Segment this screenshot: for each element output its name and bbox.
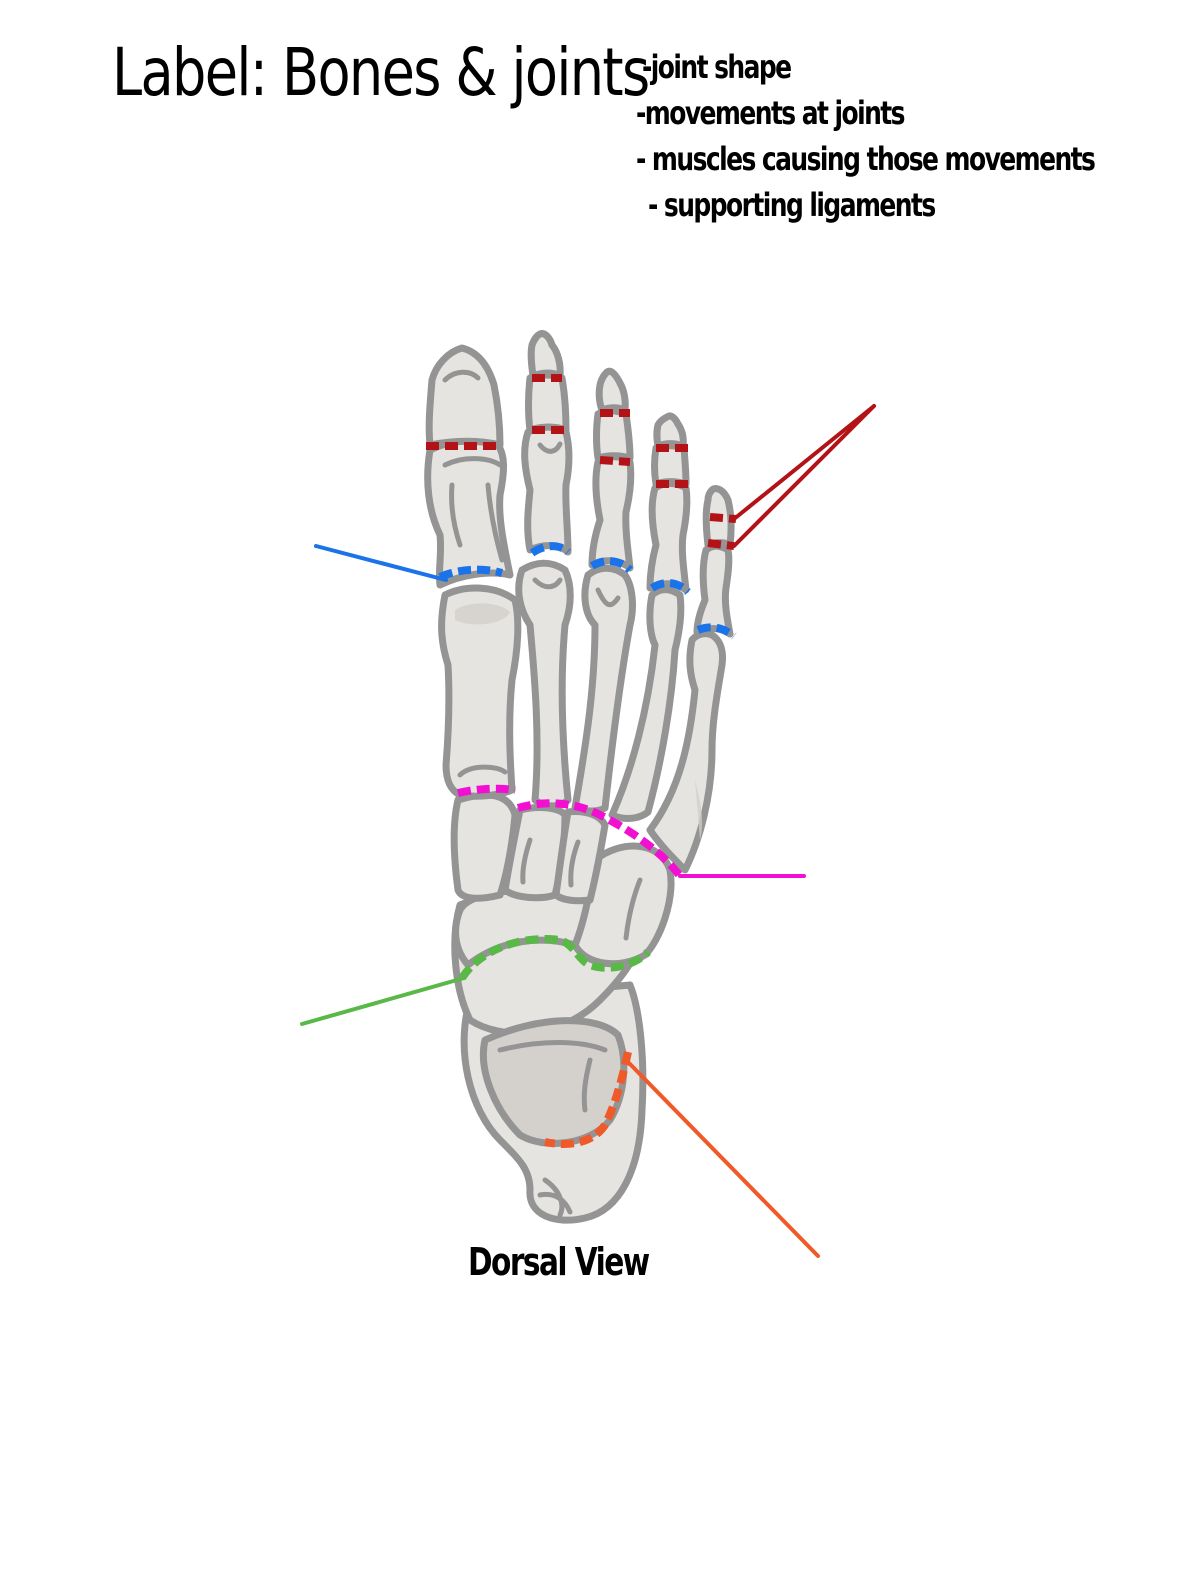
worksheet-title: Label: Bones & joints — [112, 34, 650, 111]
checklist-item-muscles: - muscles causing those movements — [636, 140, 1096, 178]
distal-phalanx-2-bone — [527, 330, 564, 380]
metatarsal-5-bone — [646, 630, 726, 874]
proximal-phalanx-5-bone — [693, 542, 734, 638]
proximal-phalanx-1-bone — [424, 437, 514, 589]
middle-phalanx-2-bone — [525, 371, 570, 434]
checklist-item-joint-shape: -joint shape — [642, 48, 792, 86]
distal-phalanx-4-bone — [653, 412, 687, 450]
metatarsophalangeal-joints — [438, 542, 737, 640]
transverse-tarsal-joint — [458, 935, 651, 981]
proximal-phalanx-3-bone — [588, 453, 635, 572]
checklist-item-movements: -movements at joints — [636, 94, 906, 132]
distal-phalanx-3-bone — [595, 367, 629, 414]
leader-line-transverse-tarsal — [300, 976, 466, 1026]
medial-cuneiform-bone — [450, 791, 519, 902]
label-checklist: -joint shape -movements at joints - musc… — [636, 48, 1200, 228]
leader-line-interphalangeal-proximal — [732, 404, 876, 548]
interphalangeal-joints — [426, 374, 737, 550]
metatarsal-4-bone — [608, 586, 685, 822]
metatarsal-2-bone — [515, 559, 574, 810]
distal-phalanx-1-bone — [425, 344, 504, 449]
leader-line-subtalar — [626, 1060, 820, 1258]
tarsometatarsal-joint — [457, 784, 684, 879]
metatarsal-3-bone — [571, 564, 636, 815]
leader-line-metatarsophalangeal — [314, 544, 448, 582]
view-caption: Dorsal View — [468, 1240, 650, 1284]
proximal-phalanx-2-bone — [521, 423, 573, 556]
metatarsal-1-bone — [438, 584, 522, 800]
subtalar-joint — [544, 1051, 632, 1148]
leader-line-interphalangeal-distal — [732, 404, 876, 521]
checklist-item-ligaments: - supporting ligaments — [648, 186, 936, 224]
middle-phalanx-3-bone — [593, 407, 634, 462]
proximal-phalanx-4-bone — [646, 480, 691, 594]
